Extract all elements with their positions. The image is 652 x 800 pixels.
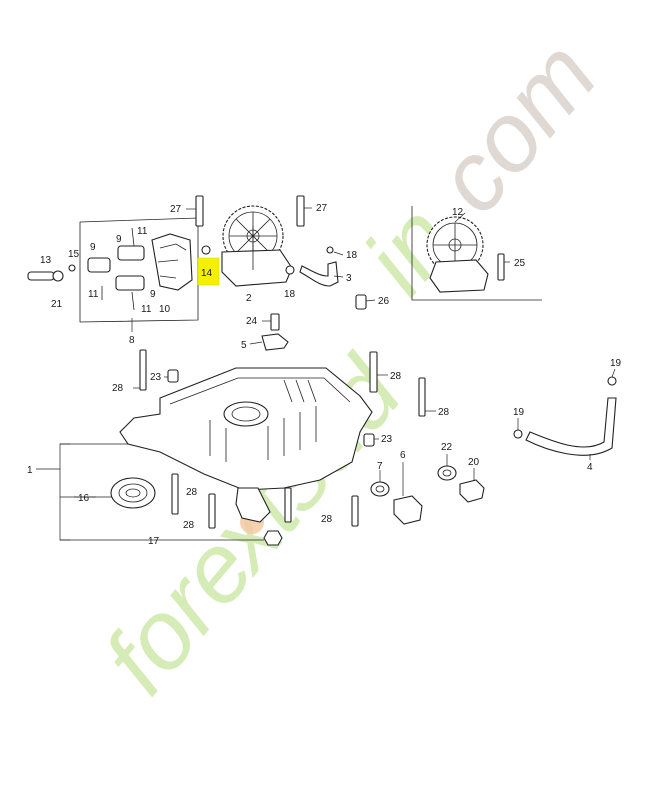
callout-20[interactable]: 20: [468, 457, 480, 468]
callout-11-left[interactable]: 11: [88, 289, 99, 300]
dowel-23-left: [167, 369, 179, 383]
bolt-28-c: [418, 377, 426, 417]
leader-lines: [36, 207, 616, 541]
link-9-mid: [117, 245, 145, 261]
bolt-28-e: [208, 493, 216, 529]
callout-28-a[interactable]: 28: [112, 383, 124, 394]
callout-24[interactable]: 24: [246, 316, 258, 327]
small-parts: [261, 294, 367, 351]
bolt-28-b: [369, 351, 378, 393]
callout-3[interactable]: 3: [346, 273, 352, 284]
bracket-item-1: [59, 443, 70, 541]
callout-11-bottom[interactable]: 11: [141, 304, 152, 315]
subassembly-outline: [79, 217, 199, 323]
callout-11-top[interactable]: 11: [137, 226, 148, 237]
bolt-28-d: [171, 473, 179, 515]
crankcase-body: [110, 367, 373, 546]
bolt-27-left: [195, 195, 204, 227]
oil-seal-16: [110, 477, 156, 509]
small-washer: [201, 245, 211, 255]
inset-gear-assembly: [411, 206, 542, 301]
callout-28-d[interactable]: 28: [186, 487, 198, 498]
o-ring-18-right: [326, 246, 334, 254]
callout-14: 14: [201, 268, 213, 279]
highlight-part-14[interactable]: 14: [197, 257, 220, 286]
callout-8[interactable]: 8: [129, 335, 135, 346]
callout-25[interactable]: 25: [514, 258, 526, 269]
callout-28-e[interactable]: 28: [183, 520, 195, 531]
bolts-28: [139, 349, 426, 529]
callout-26[interactable]: 26: [378, 296, 390, 307]
callout-4[interactable]: 4: [587, 462, 593, 473]
callout-16[interactable]: 16: [78, 493, 90, 504]
bracket-5: [261, 333, 289, 351]
callout-10[interactable]: 10: [159, 304, 171, 315]
bolt-28-g: [351, 495, 359, 527]
watermark: fore xtsud in .com: [82, 20, 618, 713]
washer-22: [437, 465, 457, 481]
bolt-25: [497, 253, 505, 281]
o-ring-18-left: [285, 265, 295, 275]
callout-19-mid[interactable]: 19: [513, 407, 525, 418]
drain-bolt-20: [459, 479, 485, 503]
crankcase-bore: [223, 401, 269, 427]
callout-2[interactable]: 2: [246, 293, 252, 304]
o-ring-19-mid: [513, 429, 523, 439]
callout-22[interactable]: 22: [441, 442, 453, 453]
crankcase-outline: [119, 367, 373, 491]
callout-9-left[interactable]: 9: [90, 242, 96, 253]
right-side-parts: [167, 369, 617, 525]
washer-21: [52, 270, 64, 282]
callout-23-right[interactable]: 23: [381, 434, 393, 445]
link-9-upper: [87, 257, 111, 273]
governor-subassembly: [27, 217, 199, 323]
bolt-28-f: [284, 487, 292, 523]
inset-housing: [429, 259, 489, 293]
breather-tube-4: [525, 397, 617, 456]
bolt-28-a: [139, 349, 147, 391]
callout-27-right[interactable]: 27: [316, 203, 328, 214]
callout-23-left[interactable]: 23: [150, 372, 162, 383]
callout-18-right[interactable]: 18: [346, 250, 358, 261]
crankcase-flange: [235, 487, 271, 523]
inset-frame: [411, 206, 542, 301]
governor-shaft-13: [27, 271, 55, 281]
callout-1[interactable]: 1: [27, 465, 33, 476]
washer-7: [370, 481, 390, 497]
callout-5[interactable]: 5: [241, 340, 247, 351]
callout-27-left[interactable]: 27: [170, 204, 182, 215]
callout-28-c[interactable]: 28: [438, 407, 450, 418]
oil-pipe-3: [299, 261, 339, 287]
callout-19-top[interactable]: 19: [610, 358, 622, 369]
callout-6[interactable]: 6: [400, 450, 406, 461]
callout-13[interactable]: 13: [40, 255, 52, 266]
callout-7[interactable]: 7: [377, 461, 383, 472]
oil-pump-gear-assembly: [195, 195, 339, 287]
clip-15: [68, 264, 76, 272]
callout-28-b[interactable]: 28: [390, 371, 402, 382]
callout-28-f[interactable]: 28: [321, 514, 333, 525]
callout-labels: 13 15 21 9 9 9 11 11 11 10 8 27 27 2 18 …: [27, 203, 622, 547]
callout-9-right[interactable]: 9: [150, 289, 156, 300]
bolt-24: [270, 313, 280, 331]
callout-21[interactable]: 21: [51, 299, 63, 310]
link-9-lower: [115, 275, 145, 291]
o-ring-19-top: [607, 376, 617, 386]
plug-6: [393, 495, 423, 525]
highlight-box: [197, 257, 220, 286]
bolt-27-right: [296, 195, 305, 227]
callout-9-mid[interactable]: 9: [116, 234, 122, 245]
callout-18-bottom[interactable]: 18: [284, 289, 296, 300]
nut-17: [263, 530, 283, 546]
bolt-26: [355, 294, 367, 310]
callout-12[interactable]: 12: [452, 207, 464, 218]
callout-17[interactable]: 17: [148, 536, 160, 547]
dowel-23-right: [363, 433, 375, 447]
callout-15[interactable]: 15: [68, 249, 80, 260]
pump-housing: [221, 249, 293, 287]
